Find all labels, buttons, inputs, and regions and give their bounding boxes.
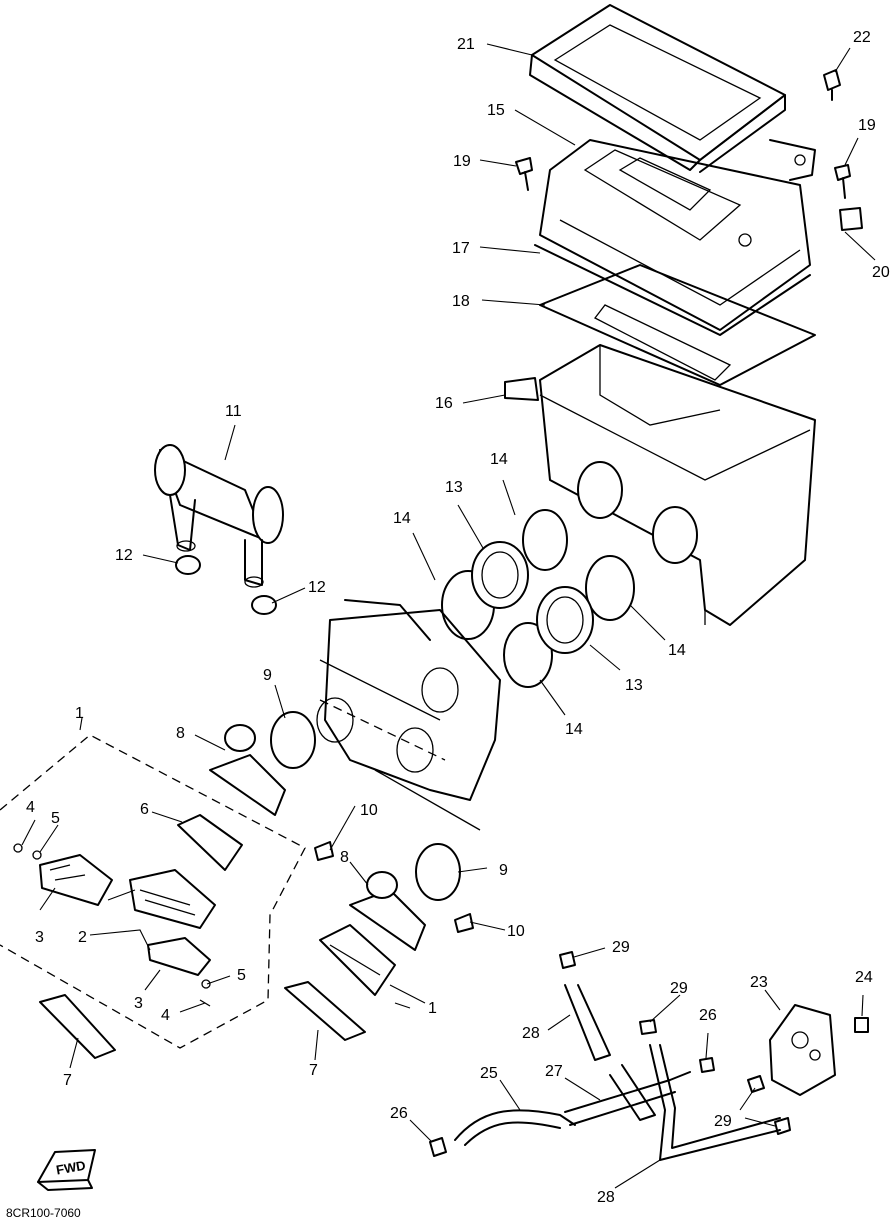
callout-19: 19 xyxy=(453,153,471,170)
part-10-bolt xyxy=(314,841,334,861)
callout-11: 11 xyxy=(225,403,242,420)
part-7-gasket xyxy=(39,994,116,1059)
callout-8: 8 xyxy=(176,725,185,742)
callout-3: 3 xyxy=(35,929,44,946)
part-14-band xyxy=(522,509,568,571)
part-6-gasket xyxy=(177,814,243,871)
part-22-bolt xyxy=(823,69,841,101)
part-19-screw-left xyxy=(515,157,533,191)
callout-numbers: 21 22 15 19 19 20 17 18 16 11 12 12 14 1… xyxy=(26,29,890,1206)
part-28-hose-upper xyxy=(564,984,611,1061)
footer-code: 8CR100-7060 xyxy=(6,1206,81,1220)
part-19-screw-right xyxy=(834,164,851,199)
callout-13: 13 xyxy=(445,479,463,496)
callout-4: 4 xyxy=(161,1007,170,1024)
callout-28: 28 xyxy=(597,1189,615,1206)
callout-3: 3 xyxy=(134,995,143,1012)
part-29-clip xyxy=(747,1075,765,1093)
part-26-clip xyxy=(699,1057,715,1073)
callout-25: 25 xyxy=(480,1065,498,1082)
callout-5: 5 xyxy=(51,810,60,827)
part-13-joint xyxy=(471,541,529,609)
callout-2: 2 xyxy=(78,929,87,946)
part-9-band xyxy=(270,711,316,769)
callout-17: 17 xyxy=(452,240,470,257)
fwd-label: FWD xyxy=(55,1158,87,1178)
callout-9: 9 xyxy=(263,667,272,684)
callout-4: 4 xyxy=(26,799,35,816)
callout-24: 24 xyxy=(855,969,873,986)
callout-1: 1 xyxy=(428,1000,437,1017)
part-13-joint xyxy=(536,586,594,654)
callout-22: 22 xyxy=(853,29,871,46)
callout-23: 23 xyxy=(750,974,768,991)
callout-14: 14 xyxy=(565,721,583,738)
part-29-clip xyxy=(559,951,576,969)
part-29-clip xyxy=(774,1117,791,1135)
part-25-hose xyxy=(454,1109,576,1141)
callout-1: 1 xyxy=(75,705,84,722)
reed-valve-group-outline xyxy=(0,734,306,1049)
callout-21: 21 xyxy=(457,36,475,53)
part-18-element xyxy=(539,264,816,386)
callout-6: 6 xyxy=(140,801,149,818)
part-12-cap xyxy=(175,555,201,575)
callout-12: 12 xyxy=(308,579,326,596)
part-29-clip xyxy=(639,1019,657,1035)
callout-28: 28 xyxy=(522,1025,540,1042)
callout-26: 26 xyxy=(699,1007,717,1024)
part-12-cap xyxy=(251,595,277,615)
callout-16: 16 xyxy=(435,395,453,412)
part-20-clamp xyxy=(839,207,863,231)
callout-27: 27 xyxy=(545,1063,563,1080)
leader-lines xyxy=(21,43,876,1189)
part-17-gasket xyxy=(534,244,811,336)
callout-19: 19 xyxy=(858,117,876,134)
part-24-nut xyxy=(854,1017,869,1033)
callout-29: 29 xyxy=(670,980,688,997)
part-28-hose-lower xyxy=(649,1044,781,1161)
part-23-fuel-pump xyxy=(769,1004,836,1096)
air-box-assembly xyxy=(504,4,863,626)
part-14-band xyxy=(503,622,553,688)
part-7-gasket xyxy=(284,981,366,1041)
part-10-bolt xyxy=(454,913,474,933)
manifold-reed-assembly xyxy=(0,711,474,1059)
callout-26: 26 xyxy=(390,1105,408,1122)
part-9-band xyxy=(415,843,461,901)
fwd-arrow-icon: FWD xyxy=(37,1149,96,1191)
part-11-silencer xyxy=(154,444,284,615)
callout-18: 18 xyxy=(452,293,470,310)
callout-20: 20 xyxy=(872,264,890,281)
callout-13: 13 xyxy=(625,677,643,694)
callout-10: 10 xyxy=(360,802,378,819)
part-15-upper-case xyxy=(539,139,811,331)
fuel-pump-assembly xyxy=(429,951,869,1161)
callout-9: 9 xyxy=(499,862,508,879)
part-27-hose xyxy=(564,1071,691,1113)
callout-14: 14 xyxy=(668,642,686,659)
carburetor-block xyxy=(316,599,501,831)
callout-15: 15 xyxy=(487,102,505,119)
callout-29: 29 xyxy=(612,939,630,956)
callout-14: 14 xyxy=(490,451,508,468)
callout-10: 10 xyxy=(507,923,525,940)
callout-29: 29 xyxy=(714,1113,732,1130)
callout-7: 7 xyxy=(309,1062,318,1079)
callout-14: 14 xyxy=(393,510,411,527)
part-26-clip xyxy=(429,1137,447,1157)
callout-7: 7 xyxy=(63,1072,72,1089)
callout-12: 12 xyxy=(115,547,133,564)
part-14-band xyxy=(585,555,635,621)
callout-5: 5 xyxy=(237,967,246,984)
callout-8: 8 xyxy=(340,849,349,866)
joint-band-set xyxy=(441,509,635,688)
